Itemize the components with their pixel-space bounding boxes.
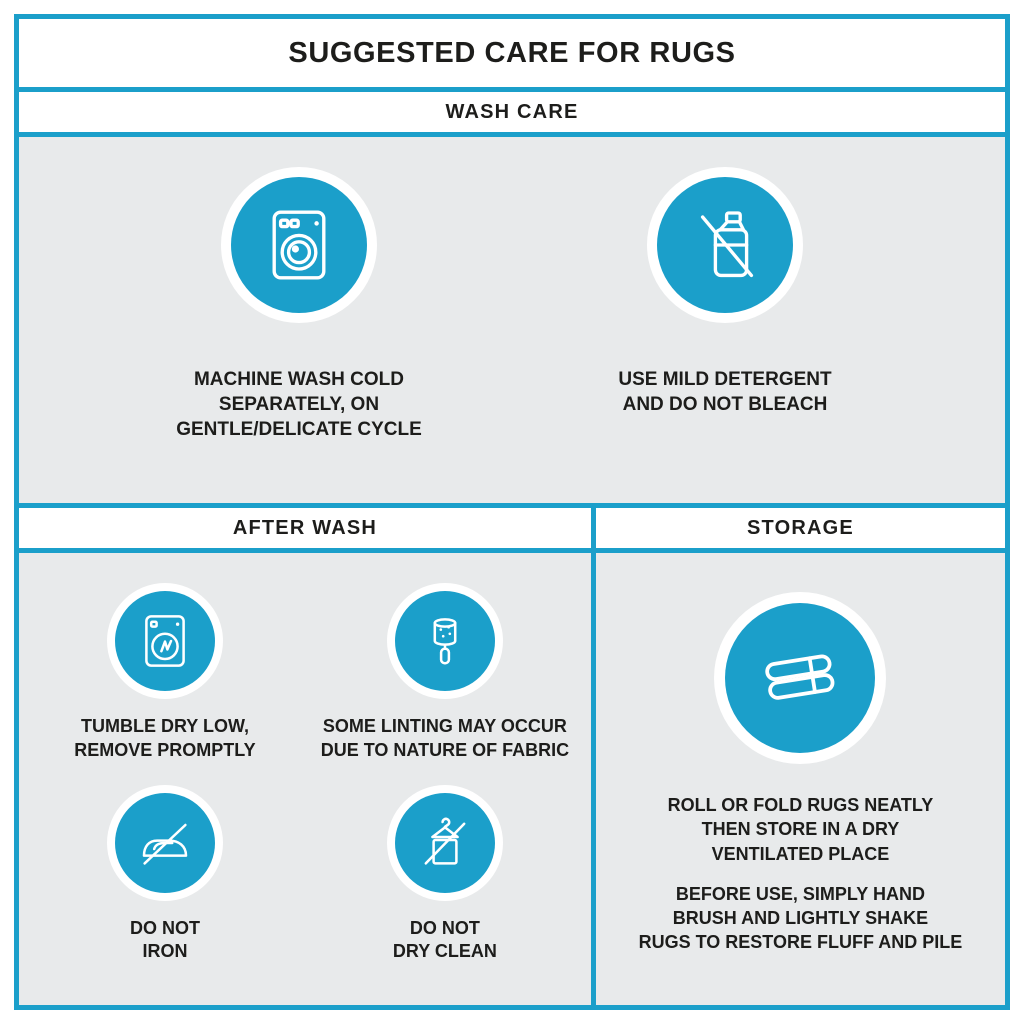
- wash-care-panel: MACHINE WASH COLD SEPARATELY, ON GENTLE/…: [19, 137, 1005, 503]
- care-item-machine-wash: MACHINE WASH COLD SEPARATELY, ON GENTLE/…: [129, 177, 469, 503]
- no-iron-caption: DO NOT IRON: [129, 917, 200, 962]
- after-wash-column: AFTER WASH TUMBLE: [19, 508, 591, 1005]
- storage-text: ROLL OR FOLD RUGS NEATLY THEN STORE IN A…: [639, 793, 963, 955]
- title-bar: SUGGESTED CARE FOR RUGS: [19, 19, 1005, 87]
- storage-panel: ROLL OR FOLD RUGS NEATLY THEN STORE IN A…: [595, 553, 1005, 1005]
- care-item-no-iron: DO NOT IRON: [25, 792, 305, 965]
- after-wash-panel: TUMBLE DRY LOW, REMOVE PROMPTLY: [19, 553, 591, 1005]
- lint-roller-icon: [433, 618, 457, 665]
- folded-rugs-badge: [725, 603, 876, 753]
- bottom-sections: AFTER WASH TUMBLE: [19, 508, 1005, 1005]
- care-item-linting: SOME LINTING MAY OCCUR DUE TO NATURE OF …: [305, 591, 585, 763]
- care-item-tumble-dry: TUMBLE DRY LOW, REMOVE PROMPTLY: [25, 591, 305, 763]
- after-wash-header: AFTER WASH: [19, 508, 591, 548]
- no-iron-icon: [142, 823, 188, 865]
- lint-roller-badge: [394, 591, 495, 691]
- storage-paragraph-1: ROLL OR FOLD RUGS NEATLY THEN STORE IN A…: [667, 795, 934, 864]
- washing-machine-badge: [231, 177, 367, 313]
- care-item-no-bleach: USE MILD DETERGENT AND DO NOT BLEACH: [555, 177, 895, 503]
- wash-care-header: WASH CARE: [19, 92, 1005, 132]
- no-bleach-detergent-icon: [700, 211, 754, 278]
- no-dry-clean-caption: DO NOT DRY CLEAN: [392, 917, 497, 962]
- no-bleach-caption: USE MILD DETERGENT AND DO NOT BLEACH: [618, 369, 832, 416]
- frame: SUGGESTED CARE FOR RUGS WASH CARE: [14, 14, 1010, 1010]
- storage-paragraph-2: BEFORE USE, SIMPLY HAND BRUSH AND LIGHTL…: [638, 883, 963, 953]
- page-title: SUGGESTED CARE FOR RUGS: [288, 36, 736, 69]
- folded-rugs-icon: [765, 654, 835, 700]
- tumble-dry-caption: TUMBLE DRY LOW, REMOVE PROMPTLY: [74, 716, 256, 760]
- wash-care-header-label: WASH CARE: [445, 100, 579, 123]
- care-item-no-dry-clean: DO NOT DRY CLEAN: [305, 792, 585, 965]
- machine-wash-caption: MACHINE WASH COLD SEPARATELY, ON GENTLE/…: [176, 369, 422, 441]
- linting-caption: SOME LINTING MAY OCCUR DUE TO NATURE OF …: [320, 716, 570, 760]
- storage-header-label: STORAGE: [746, 516, 854, 539]
- washing-machine-icon: [272, 210, 326, 280]
- storage-header: STORAGE: [595, 508, 1005, 548]
- no-bleach-badge: [657, 177, 793, 313]
- no-dry-clean-icon: [424, 817, 466, 865]
- after-wash-header-label: AFTER WASH: [232, 516, 378, 539]
- no-iron-badge: [114, 792, 215, 893]
- no-dry-clean-badge: [394, 792, 495, 893]
- storage-column: STORAGE ROLL: [595, 508, 1005, 1005]
- tumble-dryer-badge: [114, 591, 215, 691]
- tumble-dryer-icon: [145, 615, 185, 667]
